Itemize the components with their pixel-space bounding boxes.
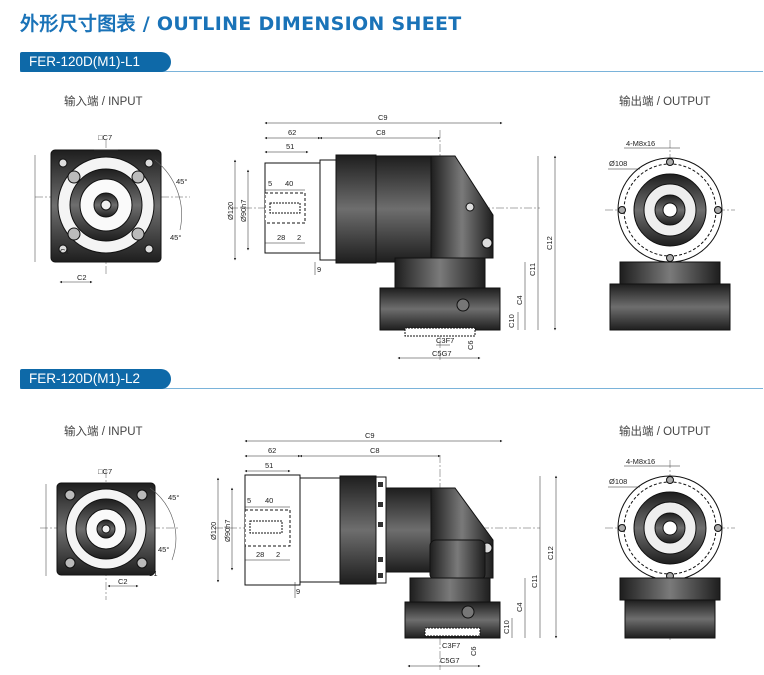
dim-c8: C8 [370, 446, 380, 455]
dim-c11: C11 [530, 575, 539, 588]
dim-45b: 45° [158, 545, 169, 554]
dim-c10: C10 [502, 620, 511, 634]
dim-45a: 45° [176, 177, 187, 186]
dim-c12: C12 [545, 236, 554, 250]
dim-d90: Ø90h7 [223, 519, 232, 542]
dim-28: 28 [277, 233, 285, 242]
dim-c9: C9 [378, 113, 388, 122]
dim-40: 40 [265, 496, 273, 505]
dim-51: 51 [286, 142, 294, 151]
dim-5: 5 [268, 179, 272, 188]
dim-c6: C6 [466, 340, 475, 350]
dim-62: 62 [268, 446, 276, 455]
dim-c4: C4 [515, 295, 524, 305]
dim-45b: 45° [170, 233, 181, 242]
dim-c8: C8 [376, 128, 386, 137]
dim-2: 2 [276, 550, 280, 559]
output-view-l2: 4-M8x16 Ø108 [605, 457, 735, 640]
dim-c3: C3F7 [436, 336, 454, 345]
dim-c2: C2 [77, 273, 87, 282]
dim-c3: C3F7 [442, 641, 460, 650]
dim-40: 40 [285, 179, 293, 188]
output-view-l1: 4-M8x16 Ø108 [605, 139, 735, 331]
input-caption: 输入端 / INPUT [64, 426, 143, 438]
dim-c7: □C7 [98, 467, 112, 476]
dim-d108: Ø108 [609, 477, 627, 486]
dim-d120: Ø120 [209, 522, 218, 540]
dim-c5: C5G7 [440, 656, 460, 665]
side-view-l2: C9 62 C8 51 5 40 Ø120 Ø90h7 28 2 9 C12 C… [209, 431, 558, 670]
dim-d108: Ø108 [609, 159, 627, 168]
dim-9: 9 [296, 587, 300, 596]
model-tab-l1: FER-120D(M1)-L1 [20, 52, 171, 72]
dim-c6: C6 [469, 646, 478, 656]
dim-c1: C1 [148, 569, 158, 578]
dim-2: 2 [297, 233, 301, 242]
dim-c11: C11 [528, 263, 537, 276]
side-view-l1: C9 62 C8 51 5 40 Ø120 Ø90h7 28 2 9 C12 C… [226, 113, 557, 360]
dim-d90: Ø90h7 [239, 199, 248, 222]
dim-62: 62 [288, 128, 296, 137]
dim-9: 9 [317, 265, 321, 274]
output-caption: 输出端 / OUTPUT [619, 426, 711, 438]
dim-c10: C10 [507, 314, 516, 328]
dim-m8: 4-M8x16 [626, 139, 655, 148]
dim-c4: C4 [515, 602, 524, 612]
dim-45a: 45° [168, 493, 179, 502]
input-view-l2: □C7 C2 C1 45° 45° [40, 467, 180, 600]
dim-c7: □C7 [98, 133, 112, 142]
dim-c12: C12 [546, 546, 555, 560]
section-divider [20, 388, 763, 389]
dim-m8: 4-M8x16 [626, 457, 655, 466]
dim-28: 28 [256, 550, 264, 559]
input-view-l1: □C7 C2 C1 45° 45° [34, 133, 190, 284]
section-divider [20, 71, 763, 72]
dim-c1: C1 [60, 247, 70, 256]
input-caption: 输入端 / INPUT [64, 96, 143, 108]
model-tab-l2: FER-120D(M1)-L2 [20, 369, 171, 389]
output-caption: 输出端 / OUTPUT [619, 96, 711, 108]
dim-c5: C5G7 [432, 349, 452, 358]
dim-51: 51 [265, 461, 273, 470]
dim-5: 5 [247, 496, 251, 505]
dim-d120: Ø120 [226, 202, 235, 220]
dim-c2: C2 [118, 577, 128, 586]
dim-c9: C9 [365, 431, 375, 440]
page-title: 外形尺寸图表 / OUTLINE DIMENSION SHEET [20, 13, 462, 35]
